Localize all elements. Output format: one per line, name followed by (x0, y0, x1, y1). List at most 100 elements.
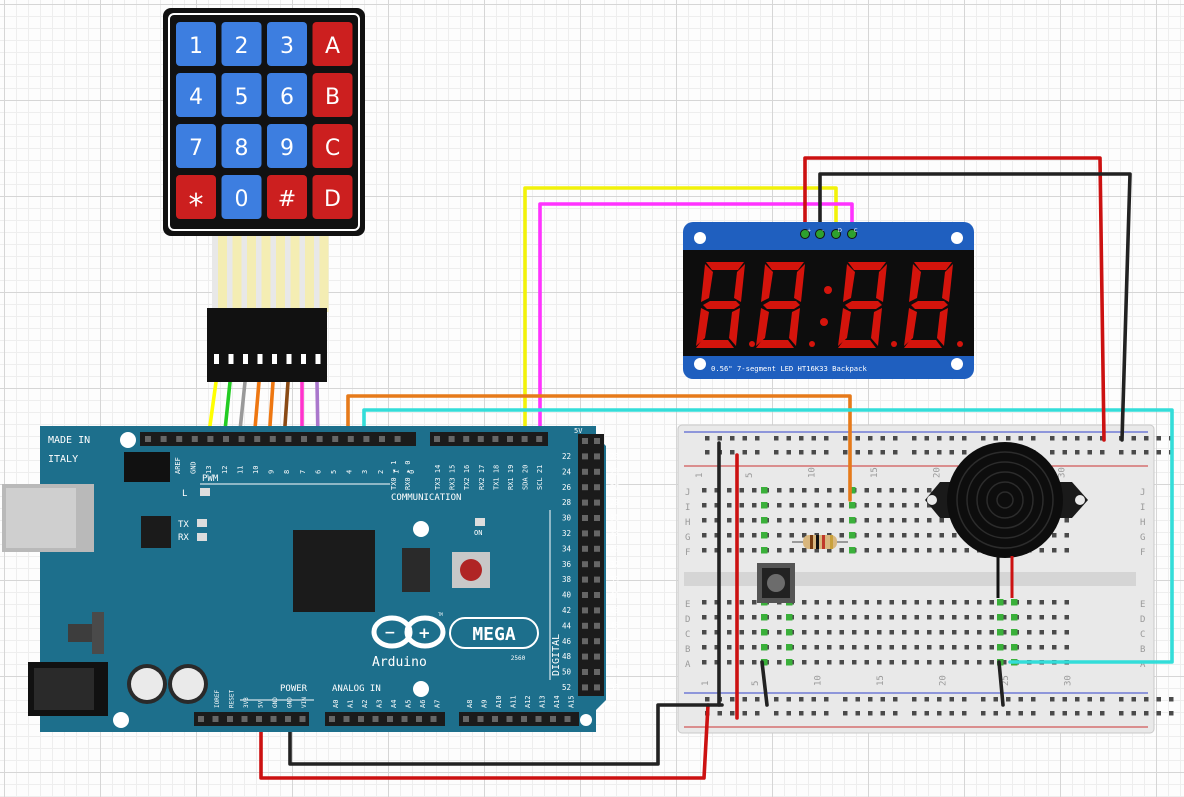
on-led-label: ON (474, 529, 482, 537)
analog-pin-label: A7 (434, 700, 442, 708)
analog-pin-label: A10 (495, 695, 503, 708)
push-button[interactable] (757, 563, 795, 603)
svg-text:−: − (384, 625, 396, 641)
top-pin-label: 0 (408, 470, 416, 474)
top-pin-label: 3 (361, 470, 369, 474)
power-pin-label: 5V (258, 700, 265, 708)
keypad-key-3[interactable]: 3 (267, 22, 307, 66)
keypad-key-7[interactable]: 7 (176, 124, 216, 168)
segment (914, 262, 952, 270)
power-label: POWER (280, 684, 308, 694)
svg-text:+: + (418, 624, 431, 642)
keypad-key-label: 7 (189, 136, 203, 161)
segment (696, 308, 709, 346)
column-number: 10 (814, 675, 824, 686)
digital-pin-label: 51 (610, 668, 619, 677)
decimal-point (957, 341, 963, 347)
display-gnd-wire (818, 172, 1132, 442)
top-pin-label: 11 (236, 466, 244, 474)
digital-pin-label: 22 (562, 452, 571, 461)
communication-label: COMMUNICATION (391, 493, 461, 503)
segment (942, 264, 953, 302)
piezo-buzzer (925, 442, 1088, 598)
keypad-key-5[interactable]: 5 (221, 73, 262, 117)
column-number: 5 (745, 473, 755, 478)
keypad-key-B[interactable]: B (312, 73, 353, 117)
analog-pin-label: A9 (481, 700, 489, 708)
made-in-label: MADE IN (48, 435, 90, 446)
top-pin-label: 13 (205, 466, 213, 474)
comm-pin-label: TX3 14 (434, 465, 442, 490)
keypad-key-0[interactable]: 0 (221, 175, 262, 219)
tm-label: TM (438, 612, 443, 617)
segment (696, 340, 734, 348)
display-pin-label: D (838, 228, 842, 234)
digital-pin-label: 35 (610, 544, 619, 553)
keypad-key-label: 3 (280, 34, 294, 59)
brand-label: Arduino (372, 655, 427, 670)
display-caption: 0.56" 7-segment LED HT16K33 Backpack (711, 364, 867, 373)
segment (904, 308, 917, 346)
segment (838, 340, 876, 348)
keypad-key-C[interactable]: C (312, 124, 353, 168)
italy-label: ITALY (48, 454, 78, 465)
keypad-key-star[interactable]: * (176, 175, 216, 223)
resistor (792, 535, 848, 549)
column-number: 30 (1058, 467, 1068, 478)
analog-pin-label: A3 (376, 700, 384, 708)
button-ground-wire (760, 660, 769, 707)
keypad-key-6[interactable]: 6 (267, 73, 307, 117)
digital-pin-label: 39 (610, 575, 619, 584)
comm-sub-label: TX0 ◂ 1 (390, 460, 398, 490)
display-pin-label: + (807, 228, 811, 234)
keypad-key-label: 9 (280, 136, 294, 161)
display-pin-label: - (822, 228, 824, 234)
keypad-key-2[interactable]: 2 (221, 22, 262, 66)
comm-pin-label: SDA 20 (522, 465, 530, 490)
row-letter: B (685, 645, 690, 655)
digital-pin-label: 50 (562, 668, 572, 677)
top-pin-label: 9 (268, 470, 276, 474)
digital-pin-label: 26 (562, 483, 572, 492)
keypad-key-A[interactable]: A (312, 22, 353, 66)
segment (845, 301, 882, 309)
digital-pin-label: 41 (610, 591, 619, 600)
digital-pin-label: 33 (610, 529, 619, 538)
row-letter: E (685, 600, 690, 610)
analog-pin-label: A5 (405, 700, 413, 708)
top-pin-label: 4 (346, 470, 354, 474)
segment (876, 264, 887, 302)
comm-pin-label: SCL 21 (536, 465, 544, 490)
top-pin-label: 1 (392, 470, 400, 474)
digital-pin-label: 40 (562, 591, 572, 600)
display-vcc-wire (803, 156, 1106, 442)
display-pin (800, 229, 810, 239)
keypad-key-label: 0 (235, 187, 249, 212)
display-pin-label: C (854, 228, 858, 234)
keypad-key-1[interactable]: 1 (176, 22, 216, 66)
keypad-key-4[interactable]: 4 (176, 73, 216, 117)
keypad-key-9[interactable]: 9 (267, 124, 307, 168)
digital-label: DIGITAL (551, 634, 562, 676)
column-number: 15 (870, 467, 880, 478)
digital-pin-label: 38 (562, 575, 572, 584)
digital-pin-label: 30 (562, 514, 572, 523)
keypad-key-8[interactable]: 8 (221, 124, 262, 168)
row-letter: I (685, 503, 690, 513)
button-signal-wire (346, 394, 852, 502)
analog-pin-label: A11 (510, 695, 518, 708)
keypad-key-label: D (324, 187, 341, 212)
segment (911, 301, 948, 309)
arduino-logo (371, 615, 446, 649)
analog-pin-label: A0 (332, 700, 340, 708)
row-letter: F (685, 548, 690, 558)
row-letter: H (685, 518, 690, 528)
sda-wire (523, 186, 838, 442)
keypad-key-D[interactable]: D (312, 175, 353, 219)
keypad-key-hash[interactable]: # (267, 175, 307, 219)
top-pin-label: 6 (314, 470, 322, 474)
top-pin-label: 5 (330, 470, 338, 474)
keypad-key-label: 2 (235, 34, 249, 59)
digital-pin-label: 36 (562, 560, 572, 569)
seven-segment-display: 0.56" 7-segment LED HT16K33 Backpack + - D… (683, 222, 974, 379)
